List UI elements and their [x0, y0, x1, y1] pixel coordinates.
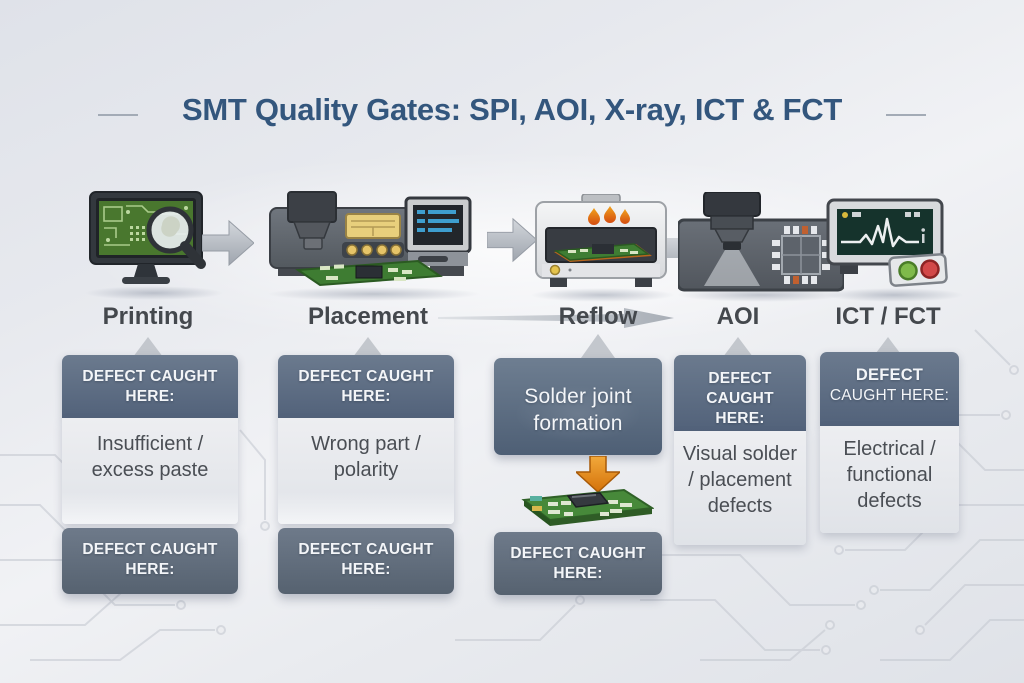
chip-footprint-icon: [772, 226, 830, 284]
spi-inspection-monitor-icon: [89, 191, 206, 284]
machine-shadow: [530, 288, 675, 302]
defect-text: Insufficient / excess paste: [91, 433, 209, 481]
red-button: [920, 259, 940, 279]
solder-joint-note: Solder joint formation: [494, 358, 662, 455]
defect-footer: DEFECT CAUGHT HERE:: [494, 532, 662, 595]
defect-text: Visual solder / placement defects: [682, 443, 798, 517]
ict-fct-tester-icon: [826, 198, 948, 287]
soldered-pcb-icon: [521, 488, 654, 526]
pointer-up-icon: [581, 334, 615, 358]
pointer-up-icon: [723, 337, 753, 357]
control-pod-icon: [888, 253, 948, 287]
defect-footer: DEFECT CAUGHT HERE:: [278, 528, 454, 594]
stage-label-aoi: AOI: [716, 303, 760, 330]
machine-shadow: [824, 288, 964, 302]
stage-label-printing: Printing: [102, 303, 194, 330]
page-title: SMT Quality Gates: SPI, AOI, X-ray, ICT …: [182, 92, 842, 127]
defect-body: Electrical / functional defects: [820, 426, 959, 533]
aoi-camera-inspection-icon: [678, 192, 844, 292]
pointer-up-icon: [133, 337, 163, 357]
title-left-dash: [98, 114, 138, 116]
defect-body: Wrong part / polarity: [278, 418, 454, 524]
down-arrow-icon: [576, 456, 620, 492]
pcb-board-icon: [295, 259, 443, 287]
flame-icon: [588, 206, 630, 225]
defect-body: Insufficient / excess paste: [62, 418, 238, 524]
stage-label-ict-fct: ICT / FCT: [835, 303, 941, 330]
defect-header-line1: DEFECT: [855, 366, 924, 384]
light-beam: [704, 250, 760, 286]
defect-header: DEFECT CAUGHT HERE:: [278, 355, 454, 418]
waveform: [841, 217, 919, 248]
stage-label-placement: Placement: [307, 303, 429, 330]
defect-header: DEFECT CAUGHT HERE:: [62, 355, 238, 418]
reflow-oven-icon: [535, 194, 667, 287]
machine-shadow: [84, 286, 224, 300]
defect-text: Wrong part / polarity: [311, 433, 421, 481]
pointer-up-icon: [353, 337, 383, 357]
defect-text: Electrical / functional defects: [843, 438, 936, 512]
flow-arrow-icon: [487, 217, 537, 263]
title-right-dash: [886, 114, 926, 116]
green-button: [898, 260, 918, 281]
camera-head-icon: [703, 192, 761, 250]
machine-shadow: [266, 287, 481, 301]
defect-header: DEFECT CAUGHT HERE:: [820, 352, 959, 426]
reflow-to-aoi-arrow-icon: [438, 308, 674, 328]
defect-header-line2: CAUGHT HERE:: [829, 387, 950, 405]
magnifier-glass-icon: [146, 206, 206, 269]
defect-body: Visual solder / placement defects: [674, 431, 806, 545]
stage-label-reflow: Reflow: [558, 303, 638, 330]
defect-footer: DEFECT CAUGHT HERE:: [62, 528, 238, 594]
defect-header: DEFECT CAUGHT HERE:: [674, 355, 806, 431]
pick-and-place-machine-icon: [269, 191, 472, 287]
flow-arrow-icon: [202, 219, 254, 267]
